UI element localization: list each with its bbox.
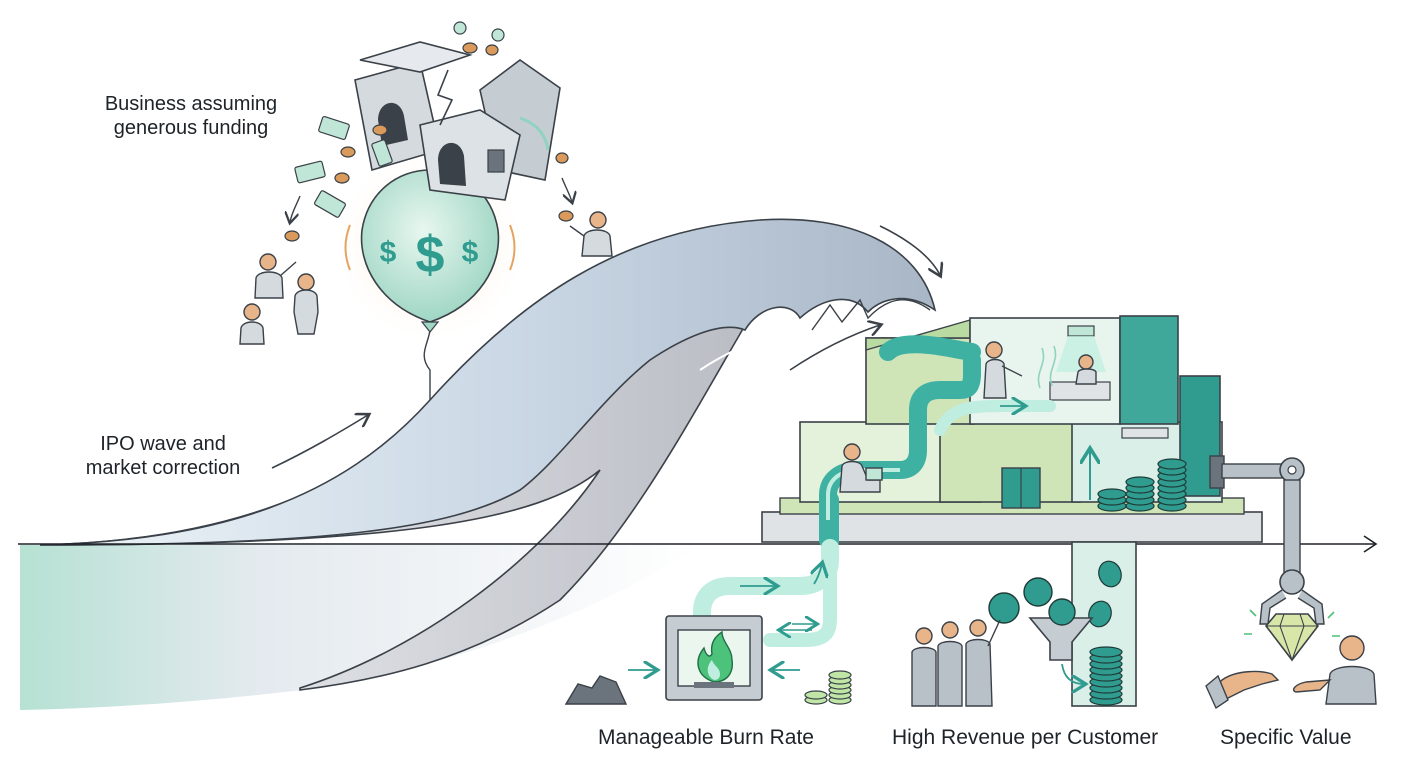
customer-body [912,648,936,707]
banknote [318,116,350,140]
customer-body [938,642,962,707]
factory-upper-right [1120,316,1178,424]
robotic-arm [1210,456,1340,660]
funding-label-line1: Business assuming [78,92,304,116]
coin-stack-disc [829,671,851,679]
building-block-top [360,42,470,72]
factory-pipe-upper [888,344,972,352]
person-head [260,254,276,270]
factory-ceiling-light [1122,428,1168,438]
banknote [294,161,325,183]
falling-arrow [562,178,572,202]
balloon-dollar-right: $ [462,236,479,269]
person-body [294,290,318,334]
person-body [255,272,283,298]
balloon-dollar-big: $ [416,226,445,284]
fuel-pipe [702,548,830,618]
coin [556,153,568,163]
burn-coin-stacks [805,671,851,704]
person-head [590,212,606,228]
worker-head [844,444,860,460]
ipo-label: IPO wave and market correction [60,432,266,480]
furnace-grate [694,682,734,688]
receiving-hand [1294,680,1330,692]
customer-body [966,640,992,707]
worker-head [986,342,1002,358]
caption-burn-rate: Manageable Burn Rate [598,725,814,751]
revenue-coin [1049,599,1075,625]
building-window [488,150,504,172]
coin [373,125,387,135]
customer-head [970,620,986,636]
coin [486,45,498,55]
coin-stack-disc [1158,459,1186,469]
customer-arm [988,620,1000,646]
gem-icon [1266,614,1318,660]
factory-lamp [1068,326,1094,336]
revenue-station [912,542,1136,706]
worker-body [1076,369,1096,384]
funding-label: Business assuming generous funding [78,92,304,140]
balloon-dollar-left: $ [380,236,397,269]
worker-head [1079,355,1093,369]
coin-stack-disc [805,691,827,699]
coin [559,211,573,221]
person-head [298,274,314,290]
coin [463,43,477,53]
coin-stack-disc [1098,489,1126,499]
receiver-head [1340,636,1364,660]
ipo-label-line1: IPO wave and [60,432,266,456]
coin [341,147,355,157]
caption-revenue: High Revenue per Customer [892,725,1158,751]
coin-stack-disc [1090,647,1122,657]
coin-stack-disc [1126,477,1154,487]
arm-joint-core [1288,466,1296,474]
revenue-coin [1024,578,1052,606]
person-head [244,304,260,320]
arm-wrist [1280,570,1304,594]
ipo-pointer-arrow [272,415,368,468]
person-body [582,230,612,256]
ipo-label-line2: market correction [60,456,266,480]
customer-group [912,620,1000,706]
revenue-coin-stack [1090,647,1122,705]
revenue-coin [989,593,1019,623]
funding-label-line2: generous funding [78,116,304,140]
coal-pile [566,676,626,704]
person-body [240,322,264,344]
worker-body [984,360,1006,399]
falling-arrow [290,196,300,222]
coin [454,22,466,34]
factory-group [762,316,1262,542]
customer-head [916,628,932,644]
arm-vertical [1284,480,1300,576]
receiver-body [1326,667,1376,705]
person-arm [570,226,584,236]
coin [335,173,349,183]
caption-value: Specific Value [1220,725,1352,751]
coin [492,29,504,41]
person-arm [280,262,296,276]
customer-head [942,622,958,638]
worker-laptop [866,468,882,480]
coin [285,231,299,241]
